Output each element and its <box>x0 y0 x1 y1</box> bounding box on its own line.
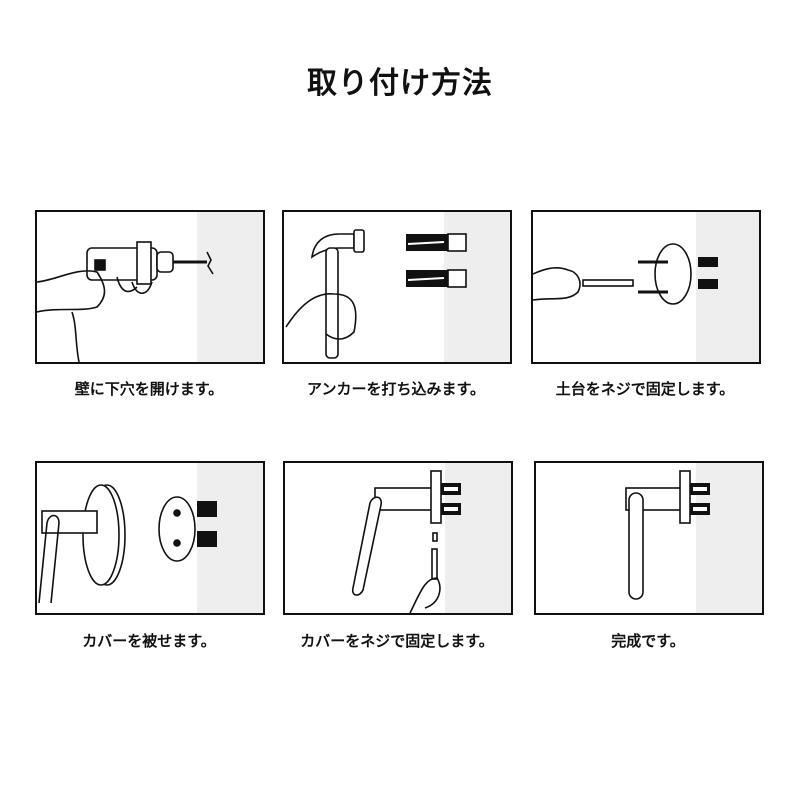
step-5-panel <box>283 461 513 615</box>
cover-icon <box>38 463 263 613</box>
step-3-panel <box>531 210 761 364</box>
set-screw-icon <box>351 463 511 613</box>
step-6-panel <box>534 461 764 615</box>
step-1-panel <box>35 210 265 364</box>
step-4-caption: カバーを被せます。 <box>82 632 216 650</box>
finished-handle-icon <box>625 463 762 613</box>
step-4-panel <box>35 461 265 615</box>
step-6-caption: 完成です。 <box>611 632 685 650</box>
step-5-caption: カバーをネジで固定します。 <box>300 632 494 650</box>
drill-icon <box>37 212 263 362</box>
page-title: 取り付け方法 <box>307 66 493 101</box>
step-2-caption: アンカーを打ち込みます。 <box>307 380 485 398</box>
step-2-panel <box>282 210 512 364</box>
hammer-icon <box>285 212 510 362</box>
step-1-caption: 壁に下穴を開けます。 <box>74 380 224 398</box>
screwdriver-icon <box>533 212 759 362</box>
step-3-caption: 土台をネジで固定します。 <box>555 380 735 398</box>
